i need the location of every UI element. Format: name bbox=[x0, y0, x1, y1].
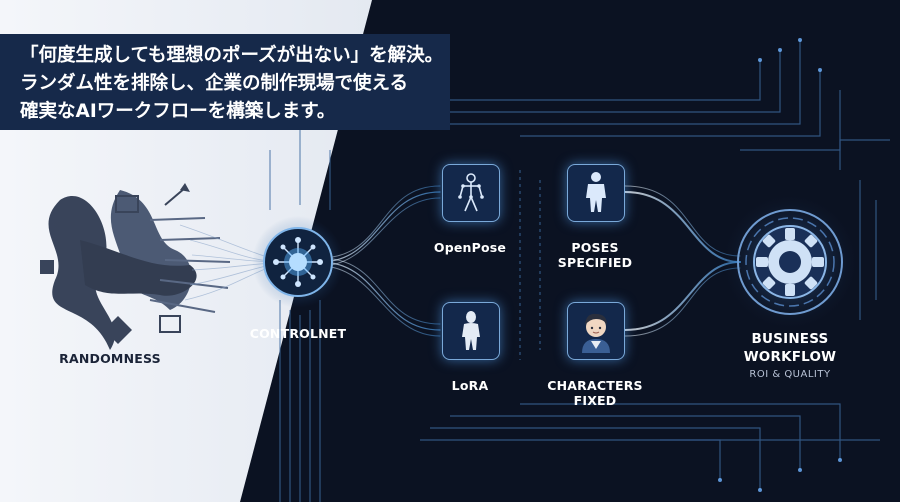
circuit-traces bbox=[269, 40, 890, 502]
characters-fixed-line: CHARACTERS bbox=[547, 378, 643, 393]
poses-node bbox=[567, 164, 625, 222]
characters-fixed-label: CHARACTERS FIXED bbox=[545, 378, 645, 408]
openpose-node bbox=[442, 164, 500, 222]
skeleton-pose-icon bbox=[458, 173, 484, 212]
headline-banner: 「何度生成しても理想のポーズが出ない」を解決。 ランダム性を排除し、企業の制作現… bbox=[0, 34, 450, 130]
business-workflow-label: BUSINESS WORKFLOW bbox=[730, 330, 850, 366]
gear-icon bbox=[720, 192, 860, 332]
headline-line: 「何度生成しても理想のポーズが出ない」を解決。 bbox=[20, 45, 444, 66]
controlnet-label: CONTROLNET bbox=[249, 326, 347, 341]
poses-specified-line: POSES bbox=[571, 240, 619, 255]
mannequin-icon bbox=[462, 311, 480, 350]
business-workflow-line: WORKFLOW bbox=[743, 349, 837, 365]
lora-label: LoRA bbox=[451, 378, 489, 393]
poses-specified-label: POSES SPECIFIED bbox=[545, 240, 645, 270]
headline-line: 確実なAIワークフローを構築します。 bbox=[20, 101, 336, 122]
characters-node bbox=[567, 302, 625, 360]
randomness-chaos-icon bbox=[40, 183, 231, 350]
roi-quality-label: ROI & QUALITY bbox=[749, 369, 831, 380]
lora-node bbox=[442, 302, 500, 360]
human-figure-icon bbox=[586, 172, 606, 212]
character-portrait-icon bbox=[582, 313, 610, 353]
poses-specified-line: SPECIFIED bbox=[557, 255, 633, 270]
controlnet-hub-icon bbox=[252, 216, 344, 308]
characters-fixed-line: FIXED bbox=[573, 393, 617, 408]
randomness-label: RANDOMNESS bbox=[59, 351, 161, 366]
business-workflow-line: BUSINESS bbox=[751, 331, 829, 347]
openpose-label: OpenPose bbox=[433, 240, 507, 255]
headline-line: ランダム性を排除し、企業の制作現場で使える bbox=[20, 73, 408, 94]
